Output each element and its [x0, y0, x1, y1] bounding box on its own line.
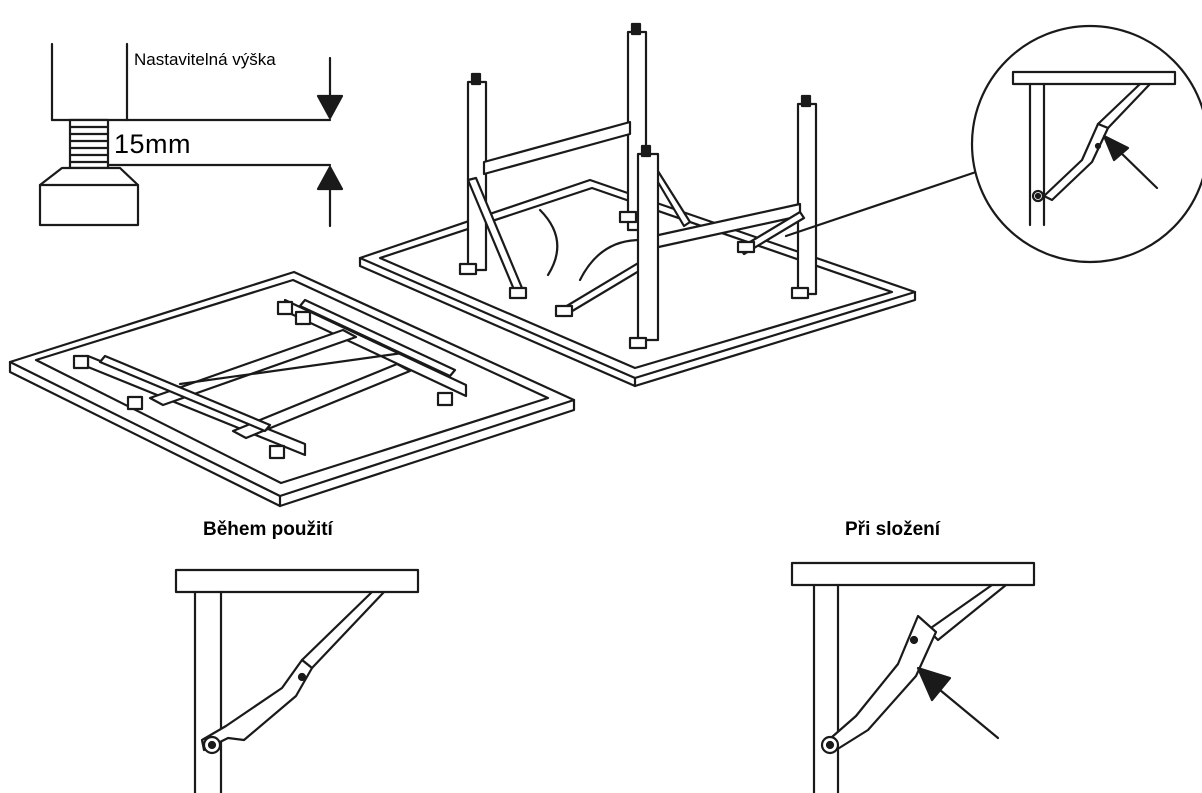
adjustable-height-label: Nastavitelná výška — [134, 50, 276, 69]
height-measurement-label: 15mm — [114, 129, 192, 159]
in-use-caption: Během použití — [203, 519, 333, 540]
table-folded-view — [8, 270, 576, 508]
table-unfolded-view — [358, 22, 978, 388]
hinge-in-use — [174, 568, 420, 793]
folded-caption: Při složení — [845, 519, 941, 540]
hinge-folded — [790, 561, 1036, 793]
adjustable-foot-detail — [38, 42, 344, 228]
hinge-zoom-callout — [970, 24, 1202, 264]
